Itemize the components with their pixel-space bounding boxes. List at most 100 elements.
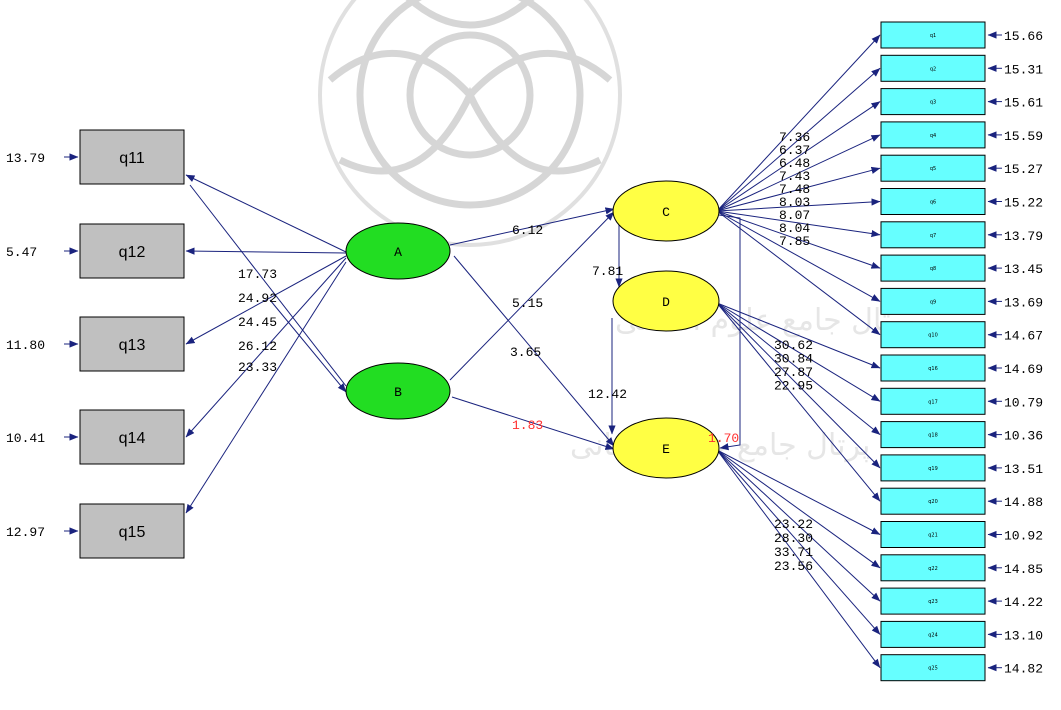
observed-label-q10: q10 bbox=[928, 333, 938, 339]
latent-label-E: E bbox=[662, 442, 670, 457]
error-value-q14: 10.41 bbox=[6, 431, 45, 446]
latent-D bbox=[612, 270, 720, 332]
observed-box-q16 bbox=[880, 354, 986, 382]
loading-value-q3: 6.48 bbox=[779, 156, 810, 171]
observed-box-q12 bbox=[79, 223, 185, 279]
loading-value-q7: 8.07 bbox=[779, 208, 810, 223]
latent-B bbox=[345, 362, 451, 420]
observed-box-q3 bbox=[880, 88, 986, 116]
loading-value-q5: 7.48 bbox=[779, 182, 810, 197]
observed-label-q25: q25 bbox=[928, 666, 938, 672]
error-value-q4: 15.59 bbox=[1004, 129, 1043, 144]
observed-label-q16: q16 bbox=[928, 366, 938, 372]
structural-value-A-C: 6.12 bbox=[512, 223, 543, 238]
observed-label-q5: q5 bbox=[930, 166, 936, 172]
observed-label-q15: q15 bbox=[119, 524, 146, 541]
loading-arrow-q1 bbox=[716, 34, 881, 212]
loading-arrow-q8 bbox=[716, 210, 881, 269]
loading-arrow-q7 bbox=[716, 210, 881, 238]
observed-box-q20 bbox=[880, 487, 986, 515]
loading-arrow-q25 bbox=[716, 449, 881, 669]
latent-label-C: C bbox=[662, 205, 670, 220]
error-value-q17: 10.79 bbox=[1004, 395, 1043, 410]
structural-value-A-E: 3.65 bbox=[510, 345, 541, 360]
loading-value-q8: 8.04 bbox=[779, 221, 810, 236]
cross-line-1 bbox=[189, 184, 347, 387]
loading-value-q24: 23.56 bbox=[774, 559, 813, 574]
error-value-q7: 13.79 bbox=[1004, 229, 1043, 244]
observed-label-q24: q24 bbox=[928, 632, 938, 638]
loading-arrow-q16 bbox=[716, 302, 881, 369]
error-value-q19: 13.51 bbox=[1004, 462, 1043, 477]
observed-box-q9 bbox=[880, 287, 986, 315]
loading-value-q22: 28.30 bbox=[774, 531, 813, 546]
observed-label-q9: q9 bbox=[930, 299, 936, 305]
latent-A bbox=[345, 222, 451, 280]
loading-value-q13: 24.45 bbox=[238, 315, 277, 330]
observed-box-q7 bbox=[880, 221, 986, 249]
loading-arrow-q21 bbox=[716, 449, 881, 535]
loading-value-q23: 33.71 bbox=[774, 545, 813, 560]
observed-label-q20: q20 bbox=[928, 499, 938, 505]
observed-box-q15 bbox=[79, 503, 185, 559]
observed-label-q18: q18 bbox=[928, 433, 938, 439]
error-value-q8: 13.45 bbox=[1004, 262, 1043, 277]
error-value-q25: 14.82 bbox=[1004, 662, 1043, 677]
observed-label-q8: q8 bbox=[930, 266, 936, 272]
latent-E bbox=[612, 417, 720, 479]
error-value-q16: 14.69 bbox=[1004, 362, 1043, 377]
structural-path-A-C bbox=[449, 207, 615, 246]
structural-path-C-E bbox=[718, 214, 741, 451]
error-value-q22: 14.85 bbox=[1004, 562, 1043, 577]
error-value-q3: 15.61 bbox=[1004, 96, 1043, 111]
observed-box-q11 bbox=[79, 129, 185, 185]
latent-C bbox=[612, 180, 720, 242]
cross-line-2 bbox=[269, 299, 347, 393]
loading-arrow-q15 bbox=[185, 261, 347, 514]
loading-arrow-q18 bbox=[716, 302, 881, 435]
loading-arrow-q9 bbox=[716, 210, 881, 302]
observed-box-q10 bbox=[880, 321, 986, 349]
loading-value-q17: 30.84 bbox=[774, 352, 813, 367]
loading-arrow-q22 bbox=[716, 449, 881, 569]
loading-arrow-q6 bbox=[716, 198, 881, 212]
loading-arrow-q20 bbox=[716, 302, 881, 502]
loading-value-q9: 7.85 bbox=[779, 234, 810, 249]
observed-label-q12: q12 bbox=[119, 244, 146, 261]
observed-box-q1 bbox=[880, 21, 986, 49]
error-value-q21: 10.92 bbox=[1004, 529, 1043, 544]
observed-box-q8 bbox=[880, 254, 986, 282]
structural-path-A-E bbox=[453, 255, 615, 447]
loading-arrow-q13 bbox=[185, 255, 347, 345]
error-value-q15: 12.97 bbox=[6, 525, 45, 540]
loading-arrow-q10 bbox=[716, 210, 881, 336]
loading-arrow-q4 bbox=[716, 134, 881, 212]
loading-value-q12: 24.92 bbox=[238, 291, 277, 306]
observed-box-q2 bbox=[880, 54, 986, 82]
observed-label-q14: q14 bbox=[119, 430, 146, 447]
observed-label-q19: q19 bbox=[928, 466, 938, 472]
loading-value-q11: 17.73 bbox=[238, 267, 277, 282]
loading-arrow-q12 bbox=[185, 247, 347, 255]
loading-arrow-q17 bbox=[716, 302, 881, 402]
observed-box-q22 bbox=[880, 554, 986, 582]
structural-value-B-C: 5.15 bbox=[512, 296, 543, 311]
latent-label-A: A bbox=[394, 245, 402, 260]
loading-value-q19: 22.95 bbox=[774, 379, 813, 394]
observed-box-q25 bbox=[880, 654, 986, 682]
structural-value-C-E: 1.70 bbox=[708, 431, 739, 446]
loading-value-q6: 8.03 bbox=[779, 195, 810, 210]
observed-label-q17: q17 bbox=[928, 399, 938, 405]
loading-arrow-q5 bbox=[716, 166, 881, 212]
loading-arrow-q14 bbox=[185, 257, 347, 438]
observed-box-q13 bbox=[79, 316, 185, 372]
observed-label-q21: q21 bbox=[928, 533, 938, 539]
latent-label-B: B bbox=[394, 385, 402, 400]
error-value-q24: 13.10 bbox=[1004, 628, 1043, 643]
observed-label-q13: q13 bbox=[119, 337, 146, 354]
loading-value-q21: 23.22 bbox=[774, 517, 813, 532]
observed-label-q4: q4 bbox=[930, 133, 936, 139]
loading-value-q1: 7.36 bbox=[779, 130, 810, 145]
observed-box-q14 bbox=[79, 409, 185, 465]
